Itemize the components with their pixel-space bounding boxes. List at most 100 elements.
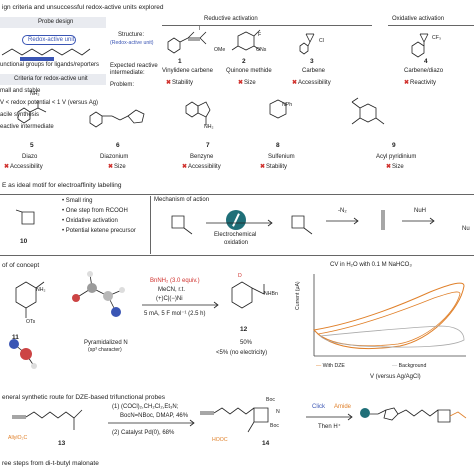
compound-6-problem: ✖Size	[108, 164, 126, 170]
compound-11-structure	[15, 281, 45, 318]
control-label: <5% (no electricity)	[216, 350, 268, 356]
intermediate-label: intermediate:	[110, 70, 145, 76]
compound-4-problem: ✖Reactivity	[404, 80, 437, 86]
section-c-heading: of of concept	[2, 262, 40, 269]
compound-10-structure	[15, 209, 35, 225]
structure-label: Structure:	[118, 32, 145, 38]
compound-3-number: 3	[310, 58, 314, 65]
compound-7-problem: ✖Accessibility	[182, 164, 221, 170]
arrow-n2	[326, 217, 359, 225]
criteria-3: acile synthesis	[0, 112, 40, 118]
compound-12-structure	[231, 281, 265, 309]
compound-1-problem: ✖Stability	[166, 80, 194, 86]
compound-4-number: 4	[424, 58, 428, 65]
criteria-label: Criteria for redox-active unit	[0, 74, 106, 85]
bullet-4: • Potential ketene precursor	[62, 228, 136, 234]
cv-plot	[313, 274, 466, 357]
compound-8-problem: ✖Stability	[260, 164, 288, 170]
mechanism-label: Mechanism of action	[154, 197, 210, 203]
compound-1-intermediate: Vinylidene carbene	[162, 68, 213, 74]
compound-3-structure	[299, 33, 315, 55]
minus-n2-label: -N₂	[338, 208, 347, 214]
oxidative-divider	[388, 25, 474, 26]
redox-unit-shape	[22, 35, 76, 45]
compound-13-structure	[12, 409, 83, 430]
compound-2-structure	[231, 29, 261, 51]
compound-4-structure	[411, 33, 429, 58]
ons-group: ONs	[256, 47, 267, 53]
chlorine-atom: Cl	[319, 38, 324, 44]
click-label: Click	[312, 404, 325, 410]
problem-label: Problem:	[110, 82, 135, 88]
cv-curve-dze	[313, 282, 465, 350]
reagent-2: MeCN, r.t.	[158, 287, 186, 293]
yield-label: 50%	[240, 340, 253, 346]
compound-9-number: 9	[392, 142, 396, 149]
redox-unit-label: Redox-active unit	[28, 37, 75, 43]
boc-1: Boc	[266, 397, 275, 403]
nhbn-group: NHBn	[264, 291, 278, 297]
compound-3-intermediate: Carbene	[302, 68, 326, 74]
electrochemical-label: Electrochemical	[214, 232, 257, 238]
criteria-2: V < redox potential < 1 V (versus Ag)	[0, 100, 99, 106]
bullet-3: • Oxidative activation	[62, 218, 118, 224]
compound-3-problem: ✖Accessibility	[292, 80, 331, 86]
compound-1-number: 1	[178, 58, 182, 65]
nu-label: Nu	[462, 226, 470, 232]
section-b-frame	[0, 194, 474, 256]
mechanism-radical-structure	[291, 215, 313, 235]
section-d-footer: ree steps from di-t-butyl malonate	[2, 460, 99, 467]
boc-2: Boc	[270, 423, 279, 429]
reductive-divider	[162, 25, 372, 26]
compound-9-problem: ✖Size	[386, 164, 404, 170]
expected-label: Expected reactive	[110, 63, 158, 69]
crystal-structure	[72, 271, 125, 317]
reagent-3: (+)C|(−)Ni	[156, 296, 183, 302]
probe-ligand-dot	[360, 408, 370, 418]
structure-sub-label: (Redox-active unit)	[110, 40, 154, 46]
ots-group: OTs	[26, 319, 36, 325]
functional-groups-label: unctional groups for ligands/reporters	[0, 62, 100, 68]
cv-title: CV in H₂O with 0.1 M NaHCO₃	[330, 262, 412, 268]
cf3-group: CF₃	[432, 35, 442, 41]
reagent-4: 5 mA, 5 F mol⁻¹ (2.5 h)	[144, 311, 206, 317]
legend-background: — Background	[392, 363, 427, 369]
legend-dze: — With DZE	[316, 363, 345, 369]
compound-12-number: 12	[240, 326, 248, 333]
section-d-heading: eneral synthetic route for DZE-based tri…	[2, 394, 165, 401]
compound-2-problem: ✖Size	[238, 80, 256, 86]
compound-10-number: 10	[20, 238, 28, 245]
oxidation-label: oxidation	[224, 240, 249, 246]
compound-8-number: 8	[276, 142, 280, 149]
probe-design-label: Probe design	[0, 17, 106, 28]
compound-7-number: 7	[206, 142, 210, 149]
compound-5-intermediate: Diazo	[22, 154, 38, 160]
sp3-label: (sp³ character)	[88, 347, 122, 353]
compound-2-number: 2	[242, 58, 246, 65]
compound-5-structure	[17, 100, 47, 124]
compound-5-problem: ✖Accessibility	[4, 164, 43, 170]
compound-7-intermediate: Benzyne	[190, 154, 214, 160]
arrow-d1	[108, 419, 195, 427]
criteria-4: eactive intermediate	[0, 124, 54, 130]
section-a-heading: ign criteria and unsuccessful redox-acti…	[2, 4, 164, 11]
compound-2-intermediate: Quinone methide	[226, 68, 272, 74]
compound-5-number: 5	[30, 142, 34, 149]
nh2b-group: NH₂	[204, 124, 214, 130]
ketene-structure	[381, 210, 385, 230]
compound-8-intermediate: Sulfenium	[268, 154, 295, 160]
electrochem-icon	[226, 210, 246, 230]
ball-stick-inset	[9, 339, 37, 369]
reagent-1: BnNH₂ (3.0 equiv.)	[150, 278, 200, 284]
section-b-heading: E as ideal motif for electroaffinity lab…	[2, 182, 122, 189]
nh2-group: NH₂	[30, 91, 40, 97]
bullet-2: • One step from RCOOH	[62, 208, 128, 214]
compound-14-number: 14	[262, 440, 270, 447]
compound-11-number: 11	[12, 334, 19, 341]
cv-ylabel: Current (μA)	[295, 281, 301, 310]
mechanism-start-structure	[171, 215, 193, 235]
allyl-ester-label: AllylO₂C	[8, 435, 28, 441]
reductive-activation-label: Reductive activation	[204, 16, 258, 22]
f-substituent: F	[258, 32, 262, 38]
cv-curve-dze-2	[317, 291, 461, 347]
